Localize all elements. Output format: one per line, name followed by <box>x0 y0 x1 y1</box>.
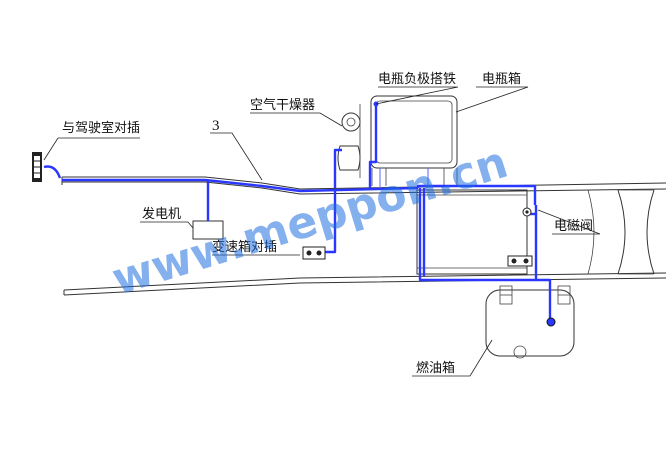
label-gearbox-connector: 变速箱对插 <box>212 239 277 255</box>
harness-detail <box>379 168 429 188</box>
wiring-harness <box>43 104 552 320</box>
fuel-tank <box>485 285 575 359</box>
leader-lines <box>43 86 601 377</box>
cab-connector <box>32 152 42 182</box>
label-air-dryer: 空气干燥器 <box>250 97 315 113</box>
label-cab-connector: 与驾驶室对插 <box>62 120 140 136</box>
gearbox-connector <box>302 246 326 260</box>
air-dryer <box>337 104 361 178</box>
solenoid-valve <box>507 207 533 267</box>
labels: 与驾驶室对插 3 空气干燥器 电瓶负极搭铁 电瓶箱 发电机 变速箱对插 电磁阀 … <box>62 71 593 376</box>
label-fuel-tank: 燃油箱 <box>416 360 455 376</box>
fuel-sensor <box>546 317 556 327</box>
label-battery-box: 电瓶箱 <box>482 71 521 87</box>
label-number-3: 3 <box>212 118 220 134</box>
label-solenoid-valve: 电磁阀 <box>554 219 593 234</box>
label-battery-negative-ground: 电瓶负极搭铁 <box>378 71 456 87</box>
battery-box <box>370 95 458 186</box>
label-generator: 发电机 <box>142 206 181 222</box>
